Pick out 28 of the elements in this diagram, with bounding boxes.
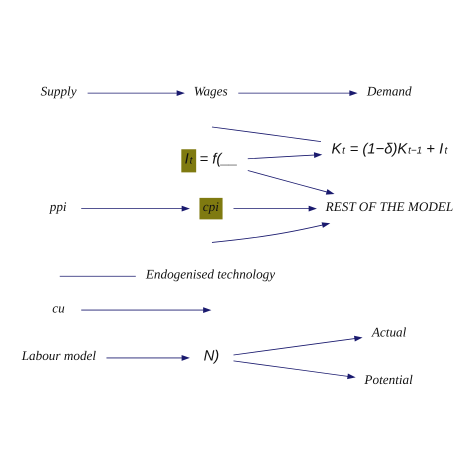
node-text: Supply [40,82,77,98]
arrow [87,90,185,96]
node-text: ppi [50,198,67,214]
node-box: cpi [199,197,223,219]
connector [212,126,322,142]
node-text: Wages [194,82,228,98]
arrow [233,335,363,355]
node-text: Potential [364,372,413,387]
arrow [80,205,190,212]
node-text: Endogenised technology [146,266,276,282]
arrow [106,354,190,360]
node-text: Labour model [22,348,96,363]
arrow [247,170,335,194]
node-text: Kt = (1−δ)Kt−1 + It [331,141,448,158]
node-text: cu [52,300,65,315]
node-text: N) [204,348,220,364]
arrow [212,222,330,242]
node-text: REST OF THE MODEL [326,198,454,214]
arrow [233,360,356,379]
node-text: Demand [366,82,412,98]
node-box: It [181,148,196,172]
connector [59,275,136,276]
arrow [247,152,322,159]
node-text: Actual [372,324,406,339]
arrow [238,90,358,96]
arrow [80,306,212,312]
arrow [233,205,317,212]
node-label: = f(__ [199,151,238,168]
